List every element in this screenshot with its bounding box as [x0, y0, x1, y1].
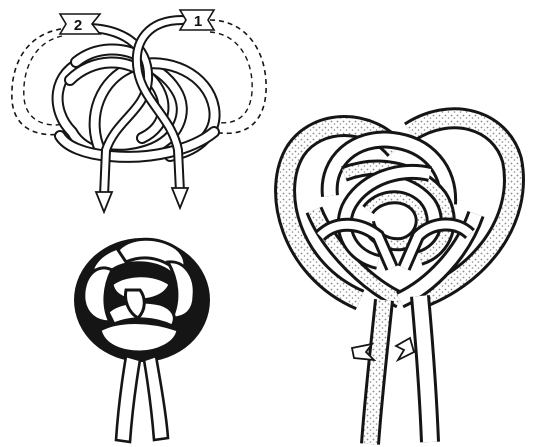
knot-ball-cords — [84, 239, 194, 352]
arrow-down-left-icon — [96, 192, 112, 212]
loose-knot-diagram: 2 1 — [12, 10, 266, 212]
hanging-end-left — [116, 356, 140, 442]
enlarged-knot — [285, 118, 514, 444]
finished-button-knot — [74, 238, 210, 442]
tighten-arrow-right-icon — [396, 338, 414, 360]
hanging-end-right — [144, 356, 168, 440]
callout-step-1: 1 — [180, 10, 214, 30]
callout-step-1-label: 1 — [194, 13, 202, 30]
arrow-down-right-icon — [172, 188, 188, 208]
callout-step-2-label: 2 — [74, 17, 82, 34]
